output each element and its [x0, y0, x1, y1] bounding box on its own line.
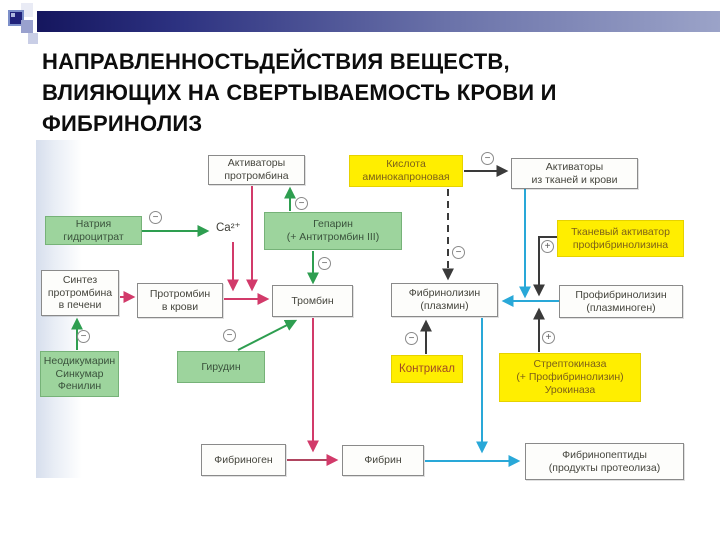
- decor-square-pale: [28, 33, 38, 44]
- node-streptokinase: Стрептокиназа (+ Профибринолизин) Урокин…: [499, 353, 641, 402]
- minus-sign: −: [149, 211, 162, 224]
- node-fibrinopeptides: Фибринопептиды (продукты протеолиза): [525, 443, 684, 480]
- node-hirudin: Гирудин: [177, 351, 265, 383]
- decor-square-lavender: [21, 20, 33, 33]
- minus-sign: −: [295, 197, 308, 210]
- node-fibrinogen: Фибриноген: [201, 444, 286, 476]
- node-prothrombin-synthesis: Синтез протромбина в печени: [41, 270, 119, 316]
- plus-sign: +: [541, 240, 554, 253]
- arrow-tissue-activator-down: [533, 236, 558, 297]
- node-tissue-activator: Тканевый активатор профибринолизина: [557, 220, 684, 257]
- minus-sign: −: [452, 246, 465, 259]
- node-prothrombin-blood: Протромбин в крови: [137, 283, 223, 318]
- plus-sign: +: [542, 331, 555, 344]
- node-profibrinolysin: Профибринолизин (плазминоген): [559, 285, 683, 318]
- node-activators-tissue-blood: Активаторы из тканей и крови: [511, 158, 638, 189]
- node-activators-prothrombin: Активаторы протромбина: [208, 155, 305, 185]
- node-aminocaproic-acid: Кислота аминокапроновая: [349, 155, 463, 187]
- node-fibrin: Фибрин: [342, 445, 424, 476]
- decor-square-navy: [8, 10, 24, 26]
- arrow-hirudin-to-thrombin: [237, 319, 298, 351]
- minus-sign: −: [405, 332, 418, 345]
- node-contrical: Контрикал: [391, 355, 463, 383]
- node-sodium-hydrocitrate: Натрия гидроцитрат: [45, 216, 142, 245]
- node-thrombin: Тромбин: [272, 285, 353, 317]
- decor-square-pale-top: [21, 3, 33, 17]
- node-heparin: Гепарин (+ Антитромбин III): [264, 212, 402, 250]
- minus-sign: −: [77, 330, 90, 343]
- minus-sign: −: [481, 152, 494, 165]
- minus-sign: −: [223, 329, 236, 342]
- slide-title: НАПРАВЛЕННОСТЬДЕЙСТВИЯ ВЕЩЕСТВ, ВЛИЯЮЩИХ…: [42, 49, 557, 137]
- node-neodicoumarin: Неодикумарин Синкумар Фенилин: [40, 351, 119, 397]
- minus-sign: −: [318, 257, 331, 270]
- node-fibrinolysin: Фибринолизин (плазмин): [391, 283, 498, 317]
- header-gradient-bar: [37, 11, 720, 32]
- calcium-label: Ca²⁺: [216, 222, 241, 234]
